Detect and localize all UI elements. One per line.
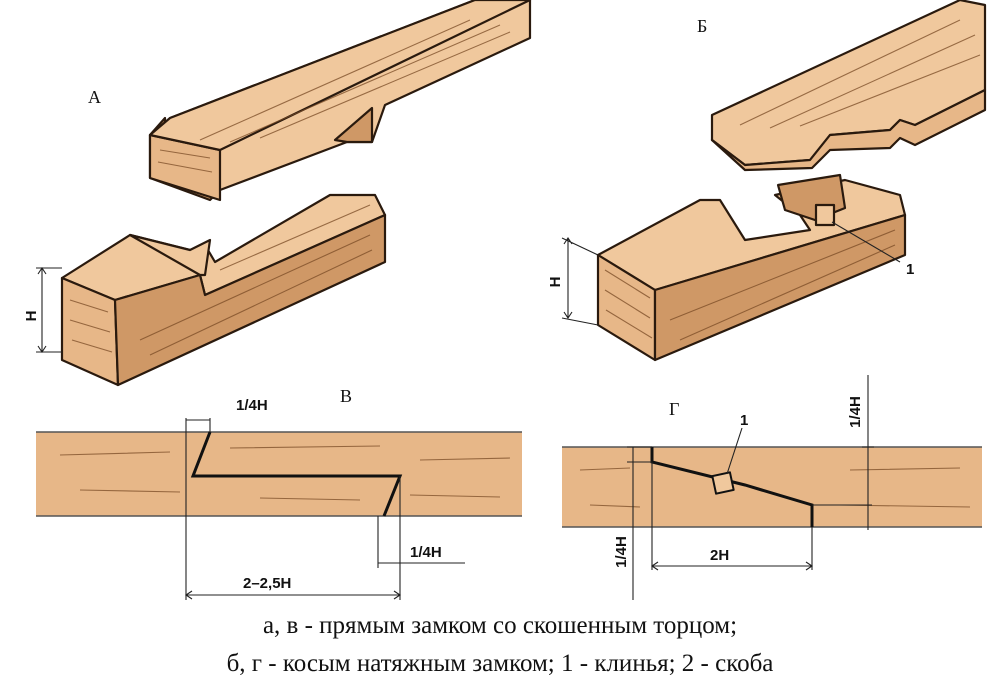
- dimension-h-a: Н: [23, 267, 62, 353]
- figure-label-g: Г: [669, 399, 679, 419]
- figure-b-lower-beam: [596, 173, 907, 362]
- dimension-h-b: Н: [547, 237, 599, 326]
- figure-label-b: Б: [697, 16, 707, 36]
- caption-line-2: б, г - косым натяжным замком; 1 - клинья…: [226, 650, 774, 677]
- figure-label-a: А: [88, 87, 101, 107]
- figure-v-side-view: [36, 418, 522, 600]
- wedge-leader-b: 1: [831, 221, 914, 278]
- dim-h-a-label: Н: [23, 311, 40, 322]
- dim-quarter-h-g-left: 1/4Н: [613, 536, 630, 568]
- dim-span-v: 2–2,5Н: [243, 575, 291, 592]
- figure-g-side-view: [562, 375, 982, 600]
- figure-a-upper-beam: [148, 0, 532, 202]
- figure-a-lower-beam: [60, 193, 387, 387]
- figure-b-upper-beam: [710, 0, 987, 172]
- caption-line-1: а, в - прямым замком со скошенным торцом…: [262, 612, 738, 639]
- dim-quarter-h-top: 1/4Н: [236, 397, 268, 414]
- dim-h-b-label: Н: [547, 277, 564, 288]
- dim-span-g: 2Н: [710, 547, 729, 564]
- wedge-b-label: 1: [906, 261, 914, 278]
- dim-quarter-h-g-right: 1/4Н: [847, 396, 864, 428]
- dim-quarter-h-right: 1/4Н: [410, 544, 442, 561]
- figure-label-v: В: [340, 386, 352, 406]
- wedge-g-label: 1: [740, 412, 748, 429]
